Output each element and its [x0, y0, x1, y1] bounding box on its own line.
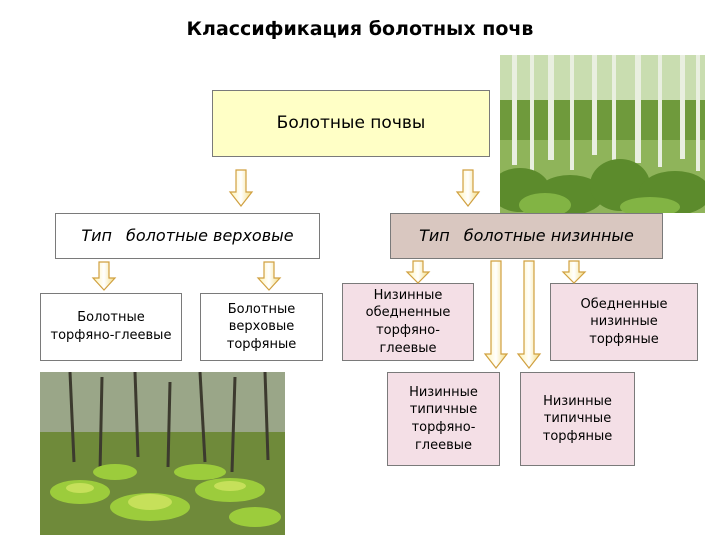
lower-child-label: Низинные типичные торфяно-глеевые — [409, 384, 478, 453]
type-upper-box: Тип болотные верховые — [55, 213, 320, 259]
down-arrow-icon — [256, 261, 282, 291]
upper-child-label: Болотные верховые торфяные — [226, 301, 297, 352]
lower-child-label: Низинные типичные торфяные — [542, 393, 613, 444]
swamp-forest-photo — [500, 55, 705, 213]
lower-child-box: Обедненные низинные торфяные — [550, 283, 698, 361]
down-arrow-icon — [516, 260, 542, 369]
upper-child-label: Болотные торфяно-глеевые — [50, 310, 172, 343]
lower-child-label: Обедненные низинные торфяные — [580, 296, 668, 347]
root-label: Болотные почвы — [276, 113, 426, 134]
lower-child-label: Низинные обедненные торфяно-глеевые — [365, 287, 451, 356]
down-arrow-icon — [228, 169, 254, 207]
lower-child-box: Низинные типичные торфяные — [520, 372, 635, 466]
page-title: Классификация болотных почв — [186, 18, 534, 40]
down-arrow-icon — [405, 260, 431, 284]
down-arrow-icon — [455, 169, 481, 207]
down-arrow-icon — [91, 261, 117, 291]
type-upper-prefix: Тип — [81, 226, 113, 246]
lower-child-box: Низинные обедненные торфяно-глеевые — [342, 283, 474, 361]
type-lower-box: Тип болотные низинные — [390, 213, 663, 259]
moss-bog-photo — [40, 372, 285, 535]
type-lower-name: болотные низинные — [463, 226, 634, 246]
lower-child-box: Низинные типичные торфяно-глеевые — [387, 372, 500, 466]
type-lower-prefix: Тип — [419, 226, 450, 246]
type-upper-name: болотные верховые — [126, 226, 294, 246]
upper-child-box: Болотные верховые торфяные — [200, 293, 323, 361]
down-arrow-icon — [561, 260, 587, 284]
root-box: Болотные почвы — [212, 90, 490, 157]
upper-child-box: Болотные торфяно-глеевые — [40, 293, 182, 361]
down-arrow-icon — [483, 260, 509, 369]
